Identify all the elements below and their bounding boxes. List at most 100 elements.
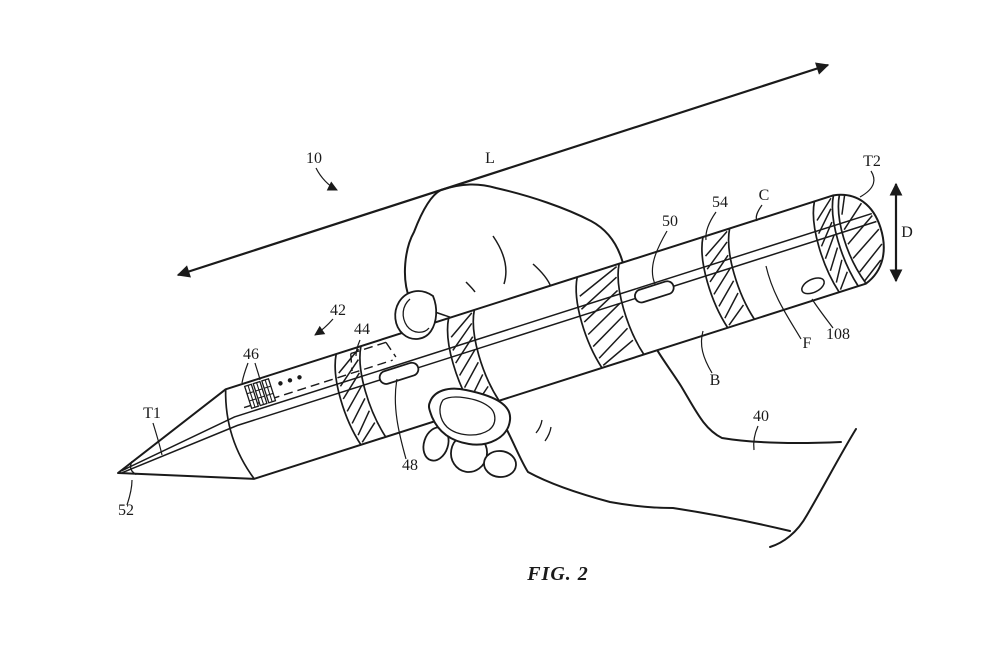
band-edge [359,345,387,438]
leader-F [765,265,802,340]
contact-grid-line [247,385,256,408]
indicator-108 [801,277,825,295]
leader-42 [314,318,334,336]
connector-contacts [243,375,302,410]
contact-grid-line [249,398,257,402]
curled-finger [483,450,517,478]
hatch-line [864,259,882,282]
index-fingernail [402,298,430,333]
band-edge [472,309,500,402]
leader-52 [126,479,133,506]
hatch-line [351,398,366,424]
contact-dot [287,378,293,383]
ref-label-48: 48 [402,457,418,474]
hatch-line [458,349,476,376]
hatch-line [728,304,745,326]
dashed-region-left [350,353,353,372]
hatch-line [859,243,883,273]
ref-label-B: B [710,372,721,389]
ref-label-10: 10 [306,150,322,167]
hatch-line [820,221,833,247]
index-fingertip [394,290,438,340]
ref-label-46: 46 [243,346,259,363]
hatch-line [839,271,849,290]
leader-108 [811,298,834,329]
hatch-line [450,312,473,338]
thumb [427,387,512,446]
hatch-line [835,259,843,283]
ref-label-T2: T2 [863,153,881,170]
hatch-line [598,327,629,359]
ref-label-54: 54 [712,194,728,211]
hatch-line [357,410,371,436]
hatch-line [817,208,832,234]
contact-grid-line [257,395,265,399]
cone-base-arc [224,389,255,480]
hatch-line [580,276,618,310]
leader-44 [355,339,361,357]
hatch-line [706,241,728,270]
hatch-line [583,289,619,323]
hatch-line [713,267,731,295]
hatch-line [342,372,361,400]
length-arrow [176,62,830,278]
hatch-line [339,359,359,387]
hatch-line [338,348,360,374]
figure-caption: FIG. 2 [526,563,589,585]
leader-T1 [152,422,163,456]
ref-label-108: 108 [826,326,850,343]
band-edge [617,263,645,355]
contact-dot [297,375,302,380]
band-edge [727,228,756,320]
stylus-outline [117,193,885,480]
reference-labels: 10 L T2 D 50 54 C F 108 B 42 44 46 T1 52… [118,150,913,519]
hand-bottom-silhouette [506,429,791,532]
ref-label-D: D [901,224,913,241]
cap-band-edge [837,194,867,284]
band-edge [334,353,362,446]
hatch-line [852,228,880,259]
hatch-line [841,194,846,215]
facet-line-upper [121,212,873,472]
contact-grid-line [263,385,271,389]
length-dimension [176,62,830,278]
hatch-line [824,234,835,260]
contact-grid-line [255,388,263,392]
leader-46-a [241,362,249,384]
hatch-line [346,385,363,412]
motion-mark [544,426,552,442]
ref-label-50: 50 [662,213,678,230]
hatch-line [704,230,728,257]
hatch-line [816,197,832,221]
hatch-line [718,280,735,307]
ref-label-44: 44 [354,321,370,338]
ref-label-F: F [803,335,812,352]
band-edge [575,276,603,369]
ref-label-42: 42 [330,302,346,319]
hatch-line [709,254,729,283]
slot-50 [634,280,675,304]
leader-C [755,204,763,222]
leader-54 [705,211,717,241]
hatch-line [602,339,634,366]
motion-mark [535,419,543,434]
hatch-line [463,361,479,388]
contact-grid-line [266,392,274,397]
dashed-sensor-line [243,359,393,409]
leader-48 [394,378,407,460]
leader-50 [651,230,668,285]
hatch-line [843,202,863,231]
contact-grid-line [256,382,265,405]
hand-front [394,290,857,548]
ref-label-T1: T1 [143,405,161,422]
contact-grid-line [246,391,254,395]
dashed-region-right [385,341,397,358]
hatch-line [361,422,376,443]
ref-label-L: L [485,150,495,167]
hatch-line [455,336,474,364]
slot-48 [378,361,420,385]
finger-crease [465,281,476,293]
contact-grid-line [264,379,273,402]
